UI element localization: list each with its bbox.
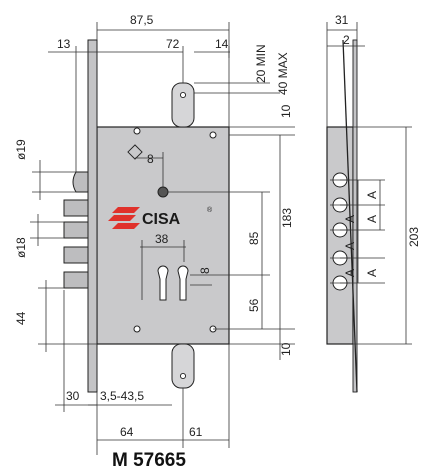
brand-registered: ®: [207, 206, 213, 214]
side-dim-2: 2: [343, 33, 350, 47]
side-dim-a-3: A: [343, 215, 357, 223]
dim-10-top: 10: [279, 104, 293, 118]
dim-14: 14: [215, 37, 229, 51]
side-dim-a-5: A: [343, 269, 357, 277]
cisa-logo-stripe-1: [112, 207, 140, 213]
side-dim-31: 31: [335, 13, 349, 27]
dim-38: 38: [155, 232, 169, 246]
dim-61: 61: [189, 425, 203, 439]
bottom-plate-extension: [171, 343, 195, 389]
latch-bolt: [72, 171, 89, 193]
cisa-logo: CISA ®: [108, 206, 213, 229]
dim-56: 56: [247, 298, 261, 312]
cylinder-hole-right: [177, 265, 189, 301]
brand-name: CISA: [142, 211, 181, 228]
side-dim-203: 203: [407, 227, 421, 247]
deadbolt-3: [63, 246, 89, 264]
cisa-logo-stripe-3: [112, 223, 140, 229]
deadbolt-2: [63, 221, 89, 239]
top-plate-extension: [171, 82, 195, 128]
dim-10-bottom: 10: [279, 342, 293, 356]
bottom-plate-hole: [179, 372, 187, 380]
dim-40-max: 40 MAX: [276, 52, 290, 95]
dim-dia-19: ø19: [14, 139, 28, 160]
deadbolt-4: [63, 271, 89, 289]
side-view-diagonal: [342, 39, 358, 393]
dim-44: 44: [14, 311, 28, 325]
faceplate: [87, 39, 98, 393]
dim-30: 30: [66, 389, 80, 403]
dim-range: 3,5-43,5: [100, 389, 144, 403]
side-dim-a-6: A: [365, 269, 379, 277]
cisa-logo-stripe-2: [108, 215, 136, 221]
side-view-faceplate: [352, 39, 358, 393]
model-number: M 57665: [112, 450, 186, 470]
deadbolt-1: [63, 199, 89, 217]
side-dim-a-1: A: [365, 191, 379, 199]
dim-87-5: 87,5: [130, 13, 154, 27]
handle-follower: [127, 144, 143, 160]
cylinder-hole: [157, 265, 169, 301]
dim-64: 64: [120, 425, 134, 439]
dim-85: 85: [247, 231, 261, 245]
dim-20-min: 20 MIN: [254, 44, 268, 83]
top-plate-hole: [179, 91, 187, 99]
screw-hole-top-right: [209, 131, 217, 139]
dim-dia-18: ø18: [14, 237, 28, 258]
dim-8-top: 8: [147, 152, 154, 166]
key-hole-top: [157, 186, 169, 198]
side-dim-a-4: A: [343, 242, 357, 250]
dim-183: 183: [280, 208, 294, 228]
dim-72: 72: [166, 37, 180, 51]
screw-hole-bottom-left: [133, 325, 141, 333]
side-dim-a-2: A: [365, 215, 379, 223]
screw-hole-top-left: [133, 127, 141, 135]
dim-13: 13: [57, 37, 71, 51]
dim-8-mid: 8: [198, 267, 212, 274]
